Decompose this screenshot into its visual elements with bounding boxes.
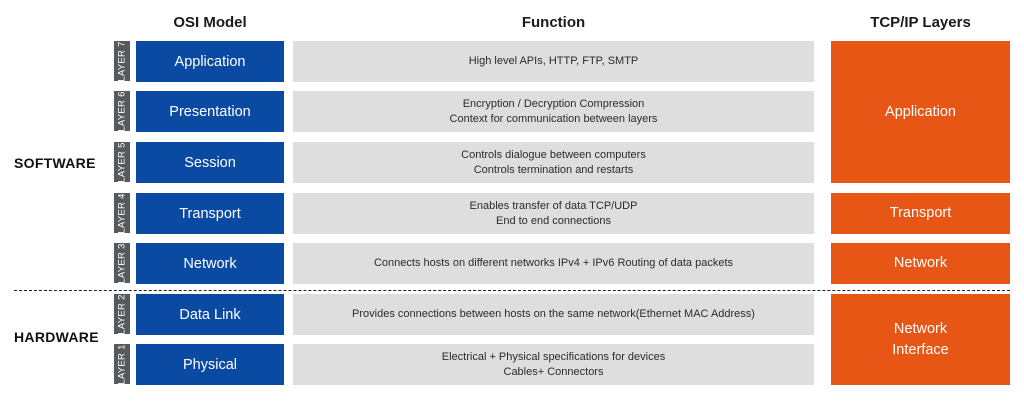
header-function: Function <box>521 14 586 31</box>
tcpip-layer-application: Application <box>831 41 1010 183</box>
function-line: Enables transfer of data TCP/UDP <box>469 199 638 212</box>
layer-tag-label: LAYER 1 <box>116 343 128 385</box>
function-line: Cables+ Connectors <box>503 365 604 378</box>
tcpip-layer-label: Network <box>893 255 948 271</box>
osi-layer-presentation: Presentation <box>136 91 284 132</box>
header-tcpip-layers: TCP/IP Layers <box>870 14 971 31</box>
layer-tag-7: LAYER 7 <box>114 41 130 81</box>
osi-layer-application: Application <box>136 41 284 82</box>
function-transport: Enables transfer of data TCP/UDP End to e… <box>293 193 814 234</box>
layer-tag-1: LAYER 1 <box>114 344 130 384</box>
tcpip-layer-label: Interface <box>892 341 949 358</box>
function-line: Provides connections between hosts on th… <box>352 308 755 320</box>
function-network: Connects hosts on different networks IPv… <box>293 243 814 284</box>
function-line: High level APIs, HTTP, FTP, SMTP <box>468 55 639 67</box>
tcpip-layer-label: Transport <box>889 205 952 221</box>
layer-tag-5: LAYER 5 <box>114 142 130 182</box>
tcpip-layer-network: Network <box>831 243 1010 284</box>
tcpip-layer-label: Network <box>893 320 948 337</box>
function-line: Controls termination and restarts <box>473 163 634 176</box>
osi-layer-session: Session <box>136 142 284 183</box>
osi-layer-data-link: Data Link <box>136 294 284 335</box>
function-line: Context for communication between layers <box>449 112 658 125</box>
layer-tag-label: LAYER 4 <box>116 192 128 234</box>
osi-layer-physical: Physical <box>136 344 284 385</box>
layer-tag-3: LAYER 3 <box>114 243 130 283</box>
layer-tag-label: LAYER 3 <box>116 242 128 284</box>
function-line: Connects hosts on different networks IPv… <box>373 257 734 269</box>
function-line: Encryption / Decryption Compression <box>462 97 645 110</box>
osi-layer-transport: Transport <box>136 193 284 234</box>
layer-tag-label: LAYER 5 <box>116 141 128 183</box>
tcpip-layer-label: Application <box>885 103 956 120</box>
function-line: Electrical + Physical specifications for… <box>441 350 666 363</box>
group-label-software: SOFTWARE <box>14 155 96 171</box>
osi-layer-network: Network <box>136 243 284 284</box>
tcpip-layer-transport: Transport <box>831 193 1010 234</box>
function-physical: Electrical + Physical specifications for… <box>293 344 814 385</box>
layer-tag-6: LAYER 6 <box>114 91 130 131</box>
layer-tag-label: LAYER 6 <box>116 90 128 132</box>
function-data-link: Provides connections between hosts on th… <box>293 294 814 335</box>
layer-tag-label: LAYER 2 <box>116 293 128 335</box>
function-application: High level APIs, HTTP, FTP, SMTP <box>293 41 814 82</box>
function-line: End to end connections <box>496 214 611 227</box>
layer-tag-4: LAYER 4 <box>114 193 130 233</box>
software-hardware-divider <box>14 290 1010 291</box>
layer-tag-label: LAYER 7 <box>116 40 128 82</box>
header-osi-model: OSI Model <box>173 14 247 31</box>
function-line: Controls dialogue between computers <box>461 148 646 161</box>
layer-tag-2: LAYER 2 <box>114 294 130 334</box>
group-label-hardware: HARDWARE <box>14 329 99 345</box>
